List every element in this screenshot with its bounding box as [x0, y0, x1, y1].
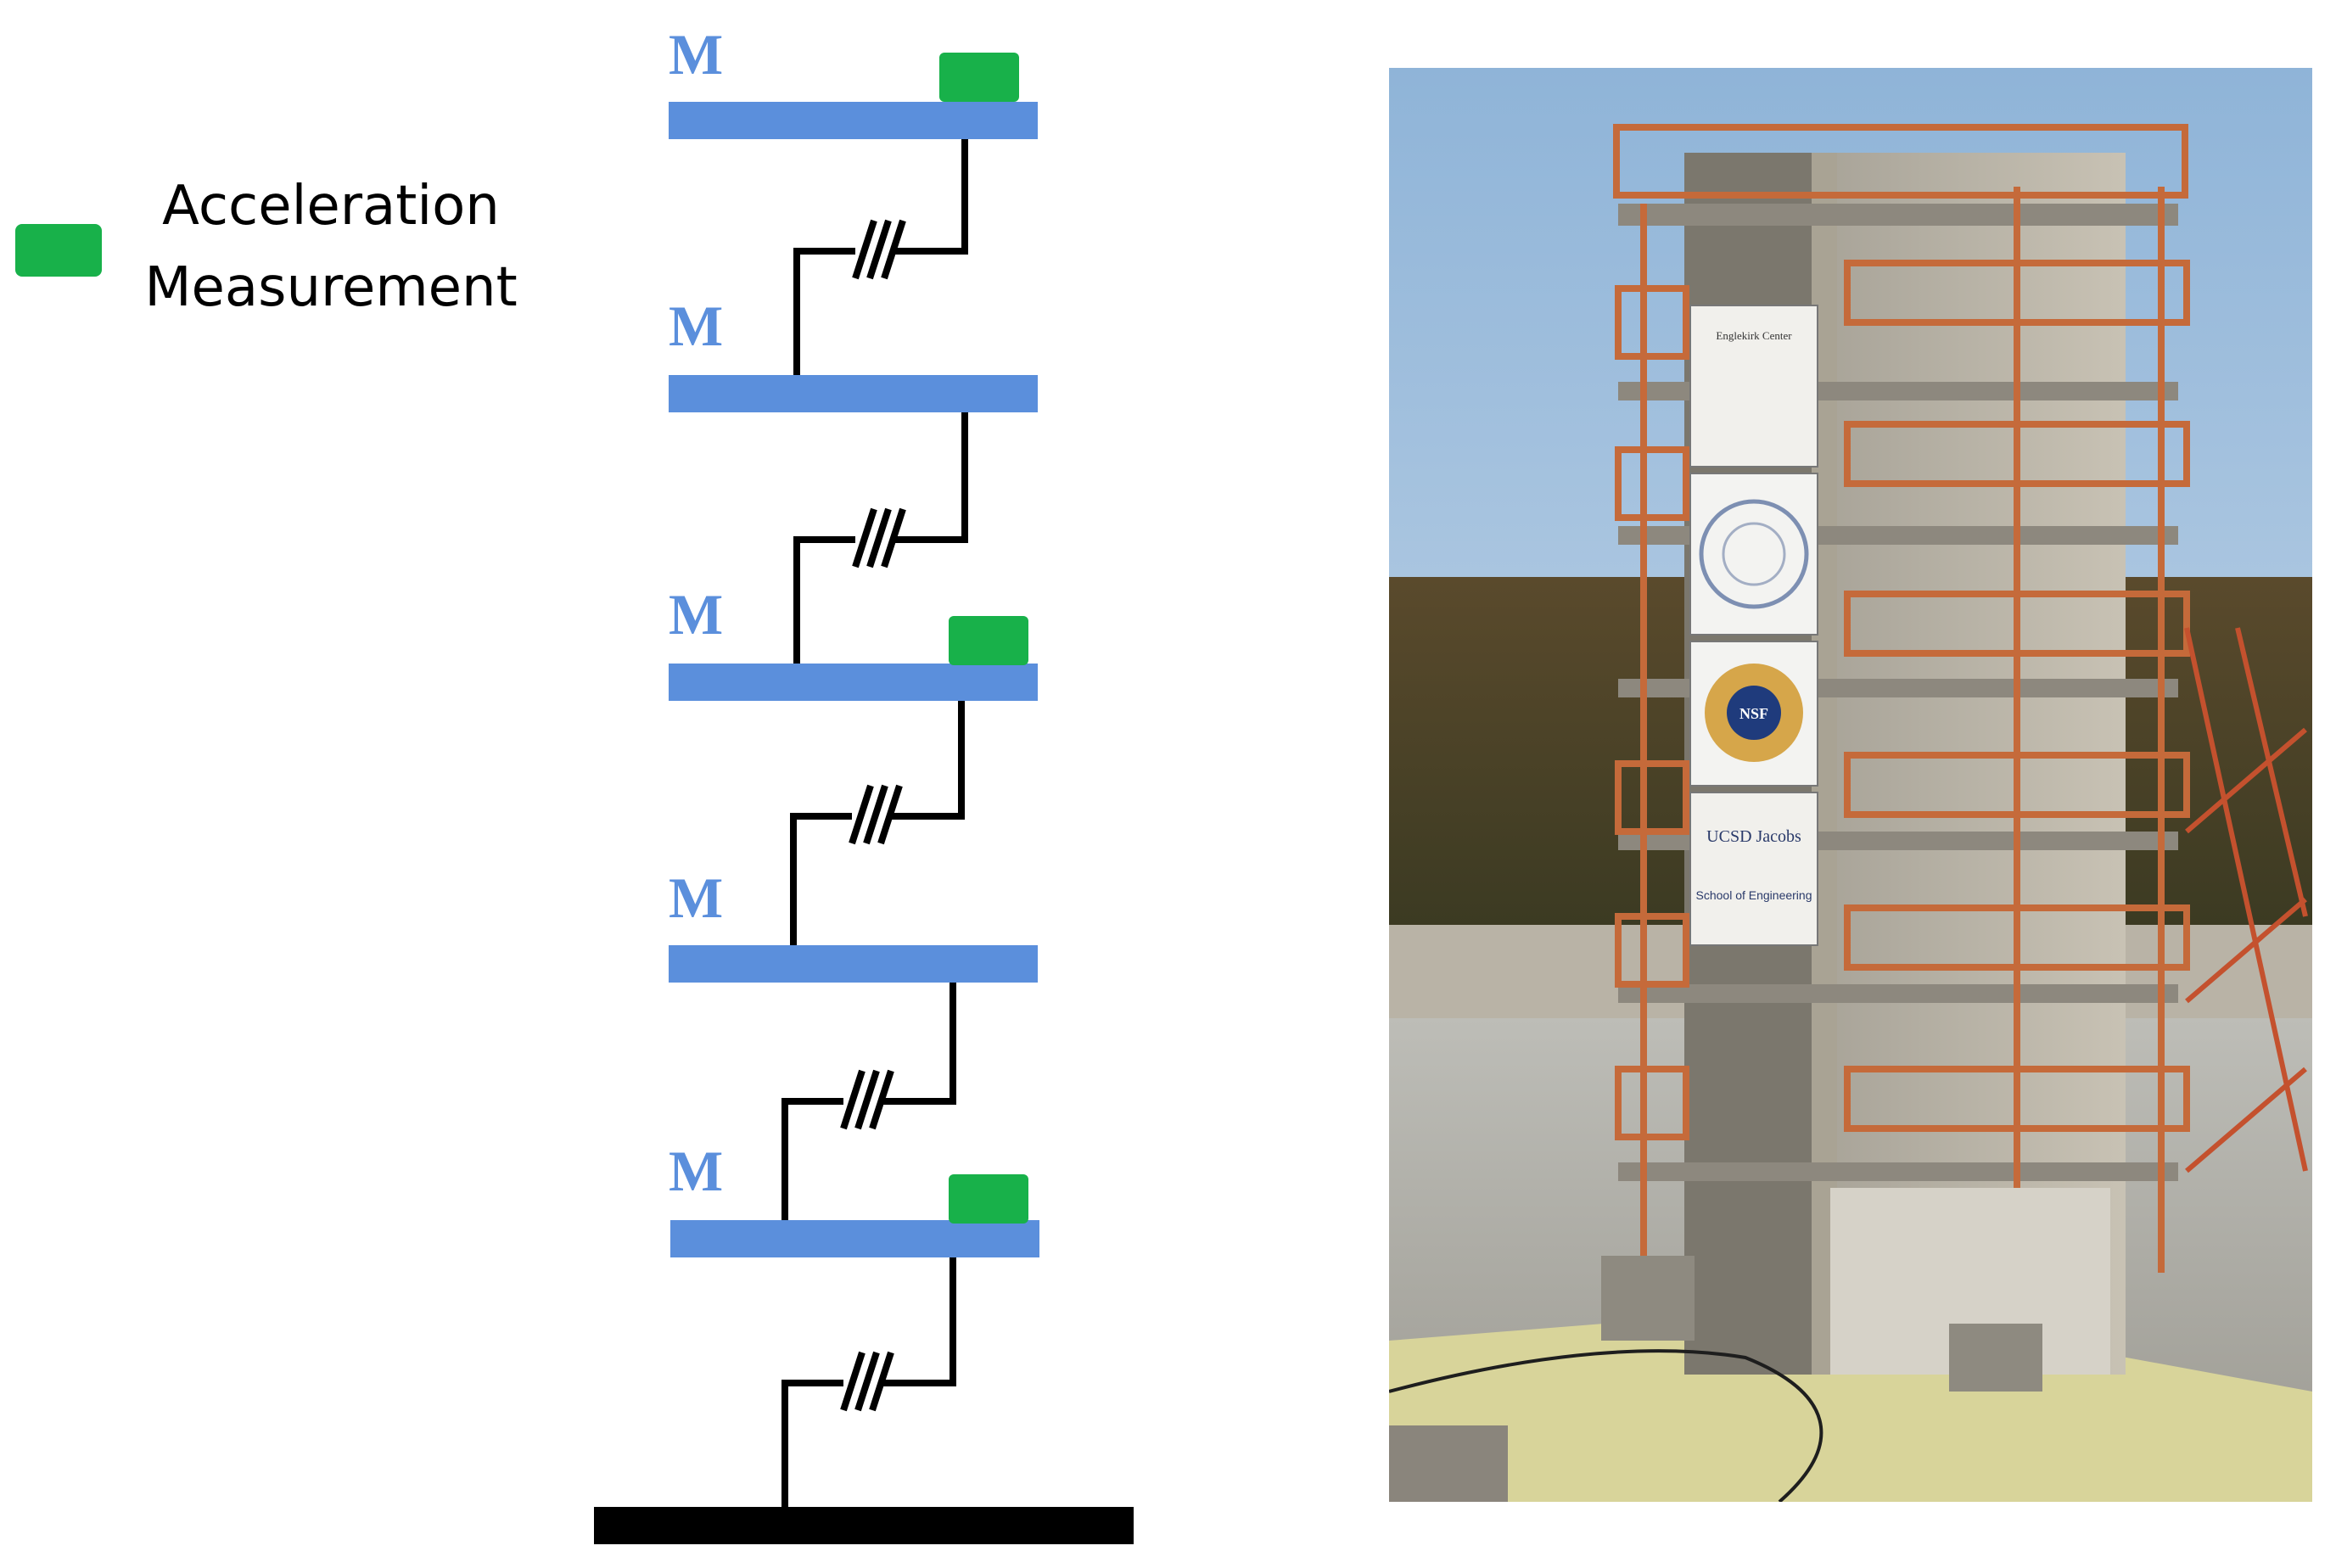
mass-label-4: M — [669, 294, 724, 358]
story-link-3 — [790, 701, 965, 945]
floor-slab-1 — [670, 1220, 1039, 1257]
story-link-5 — [793, 139, 968, 375]
floor-slab-4 — [669, 375, 1038, 412]
story-link-4 — [793, 412, 968, 664]
mass-label-5: M — [669, 22, 724, 87]
acceleration-sensor-5 — [939, 53, 1019, 102]
legend-swatch — [15, 224, 102, 277]
floor-slab-3 — [669, 664, 1038, 701]
shear-building-diagram — [594, 53, 1134, 1544]
legend-line-1: Acceleration — [162, 175, 500, 238]
acceleration-sensor-3 — [949, 616, 1028, 665]
banner-4-title: UCSD Jacobs — [1706, 827, 1801, 846]
legend-line-2: Measurement — [144, 256, 518, 319]
story-link-2 — [781, 983, 956, 1220]
building-photo: Englekirk Center NSF UCSD Jacobs School … — [1389, 68, 2312, 1502]
acceleration-sensor-1 — [949, 1174, 1028, 1224]
ground-base — [594, 1507, 1134, 1544]
sponsor-banners — [1689, 305, 1818, 946]
floor-slab-5 — [669, 102, 1038, 139]
legend-label: Acceleration Measurement — [119, 165, 543, 328]
mass-label-3: M — [669, 582, 724, 647]
banner-4-subtitle: School of Engineering — [1696, 888, 1812, 902]
mass-label-2: M — [669, 865, 724, 930]
nsf-logo-text: NSF — [1739, 705, 1768, 722]
banner-1-title: Englekirk Center — [1716, 329, 1792, 342]
stair-tower — [2184, 627, 2308, 1173]
mass-label-1: M — [669, 1139, 724, 1203]
story-link-1 — [781, 1257, 956, 1507]
floor-slab-2 — [669, 945, 1038, 983]
